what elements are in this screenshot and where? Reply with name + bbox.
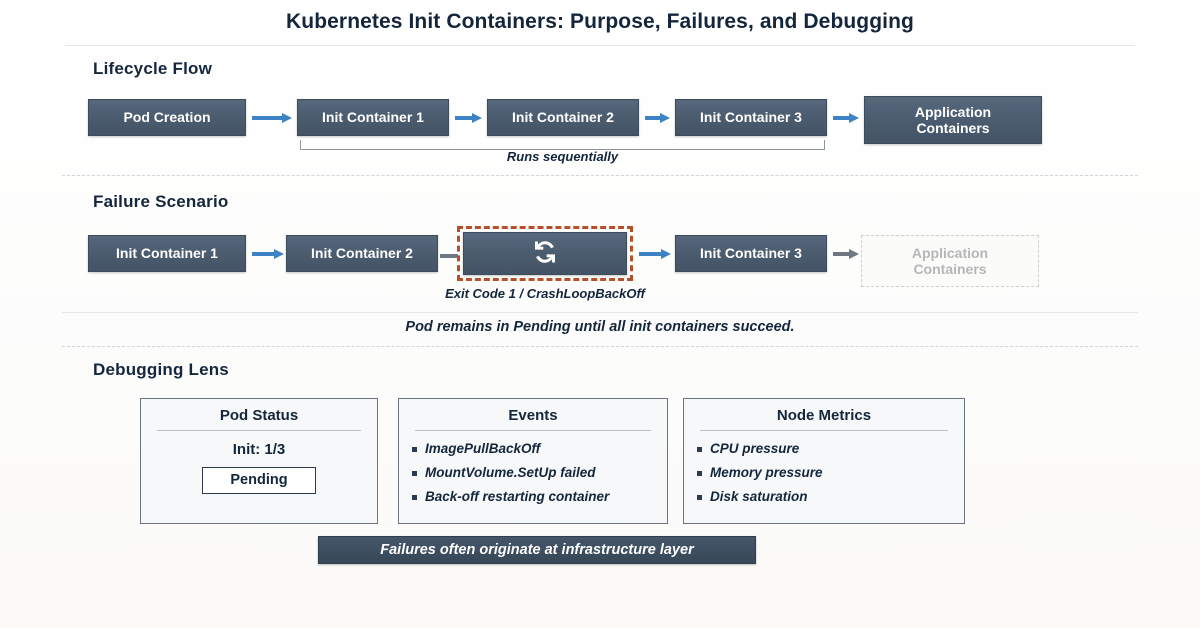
failure-arrow-crashloop-to-init-3 bbox=[639, 249, 671, 259]
card-node-metrics-rule bbox=[700, 430, 948, 431]
section-heading-failure-scenario: Failure Scenario bbox=[93, 192, 229, 211]
page-title: Kubernetes Init Containers: Purpose, Fai… bbox=[286, 10, 914, 33]
failure-application-containers-line-2: Containers bbox=[913, 261, 987, 277]
node-init-container-1[interactable]: Init Container 1 bbox=[297, 99, 449, 136]
card-events: Events ImagePullBackOff MountVolume.SetU… bbox=[398, 398, 668, 524]
card-node-metrics-title: Node Metrics bbox=[776, 407, 872, 424]
list-item: Back-off restarting container bbox=[411, 489, 655, 504]
node-init-container-2[interactable]: Init Container 2 bbox=[487, 99, 639, 136]
failure-node-init-container-2[interactable]: Init Container 2 bbox=[286, 235, 438, 272]
list-item: Memory pressure bbox=[696, 465, 952, 480]
pod-status-badge-pending[interactable]: Pending bbox=[202, 467, 316, 494]
pending-note: Pod remains in Pending until all init co… bbox=[405, 319, 795, 335]
card-events-title: Events bbox=[508, 407, 558, 424]
node-metrics-list: CPU pressure Memory pressure Disk satura… bbox=[696, 441, 952, 504]
pod-status-init-count: Init: 1/3 bbox=[232, 441, 286, 458]
list-item: ImagePullBackOff bbox=[411, 441, 655, 456]
title-divider bbox=[65, 45, 1135, 46]
list-item: CPU pressure bbox=[696, 441, 952, 456]
runs-sequentially-bracket bbox=[300, 140, 825, 150]
node-init-container-3[interactable]: Init Container 3 bbox=[675, 99, 827, 136]
card-node-metrics: Node Metrics CPU pressure Memory pressur… bbox=[683, 398, 965, 524]
card-pod-status-title: Pod Status bbox=[219, 407, 299, 424]
runs-sequentially-label: Runs sequentially bbox=[506, 149, 619, 164]
divider-lifecycle-failure bbox=[62, 175, 1138, 176]
divider-failure-debugging bbox=[62, 346, 1138, 347]
application-containers-line-1: Application bbox=[914, 103, 992, 120]
application-containers-line-2: Containers bbox=[916, 120, 990, 136]
infrastructure-layer-banner: Failures often originate at infrastructu… bbox=[318, 536, 756, 564]
events-list: ImagePullBackOff MountVolume.SetUp faile… bbox=[411, 441, 655, 504]
arrow-init-3-to-application bbox=[833, 113, 859, 123]
list-item: Disk saturation bbox=[696, 489, 952, 504]
card-pod-status-rule bbox=[157, 430, 361, 431]
failure-node-crashlooping-container[interactable] bbox=[463, 232, 627, 275]
arrow-pod-creation-to-init-1 bbox=[252, 113, 292, 123]
failure-node-init-container-3[interactable]: Init Container 3 bbox=[675, 235, 827, 272]
card-pod-status: Pod Status Init: 1/3 Pending bbox=[140, 398, 378, 524]
loop-restart-icon bbox=[528, 237, 562, 270]
node-application-containers[interactable]: Application Containers bbox=[864, 96, 1042, 144]
failure-arrow-init-3-to-application bbox=[833, 249, 859, 259]
section-heading-debugging-lens: Debugging Lens bbox=[93, 360, 229, 379]
failure-connector-init-2-to-crashloop bbox=[440, 251, 458, 261]
arrow-init-2-to-init-3 bbox=[645, 113, 670, 123]
failure-node-application-containers-disabled: Application Containers bbox=[861, 235, 1039, 287]
node-pod-creation[interactable]: Pod Creation bbox=[88, 99, 246, 136]
crashloop-highlight-frame bbox=[457, 226, 633, 281]
list-item: MountVolume.SetUp failed bbox=[411, 465, 655, 480]
section-heading-lifecycle-flow: Lifecycle Flow bbox=[93, 59, 213, 78]
card-events-rule bbox=[415, 430, 651, 431]
arrow-init-1-to-init-2 bbox=[455, 113, 482, 123]
failure-node-init-container-1[interactable]: Init Container 1 bbox=[88, 235, 246, 272]
failure-arrow-init-1-to-init-2 bbox=[252, 249, 284, 259]
crashloop-caption: Exit Code 1 / CrashLoopBackOff bbox=[445, 286, 645, 301]
divider-above-pending-note bbox=[62, 312, 1138, 313]
failure-application-containers-line-1: Application bbox=[911, 244, 989, 261]
